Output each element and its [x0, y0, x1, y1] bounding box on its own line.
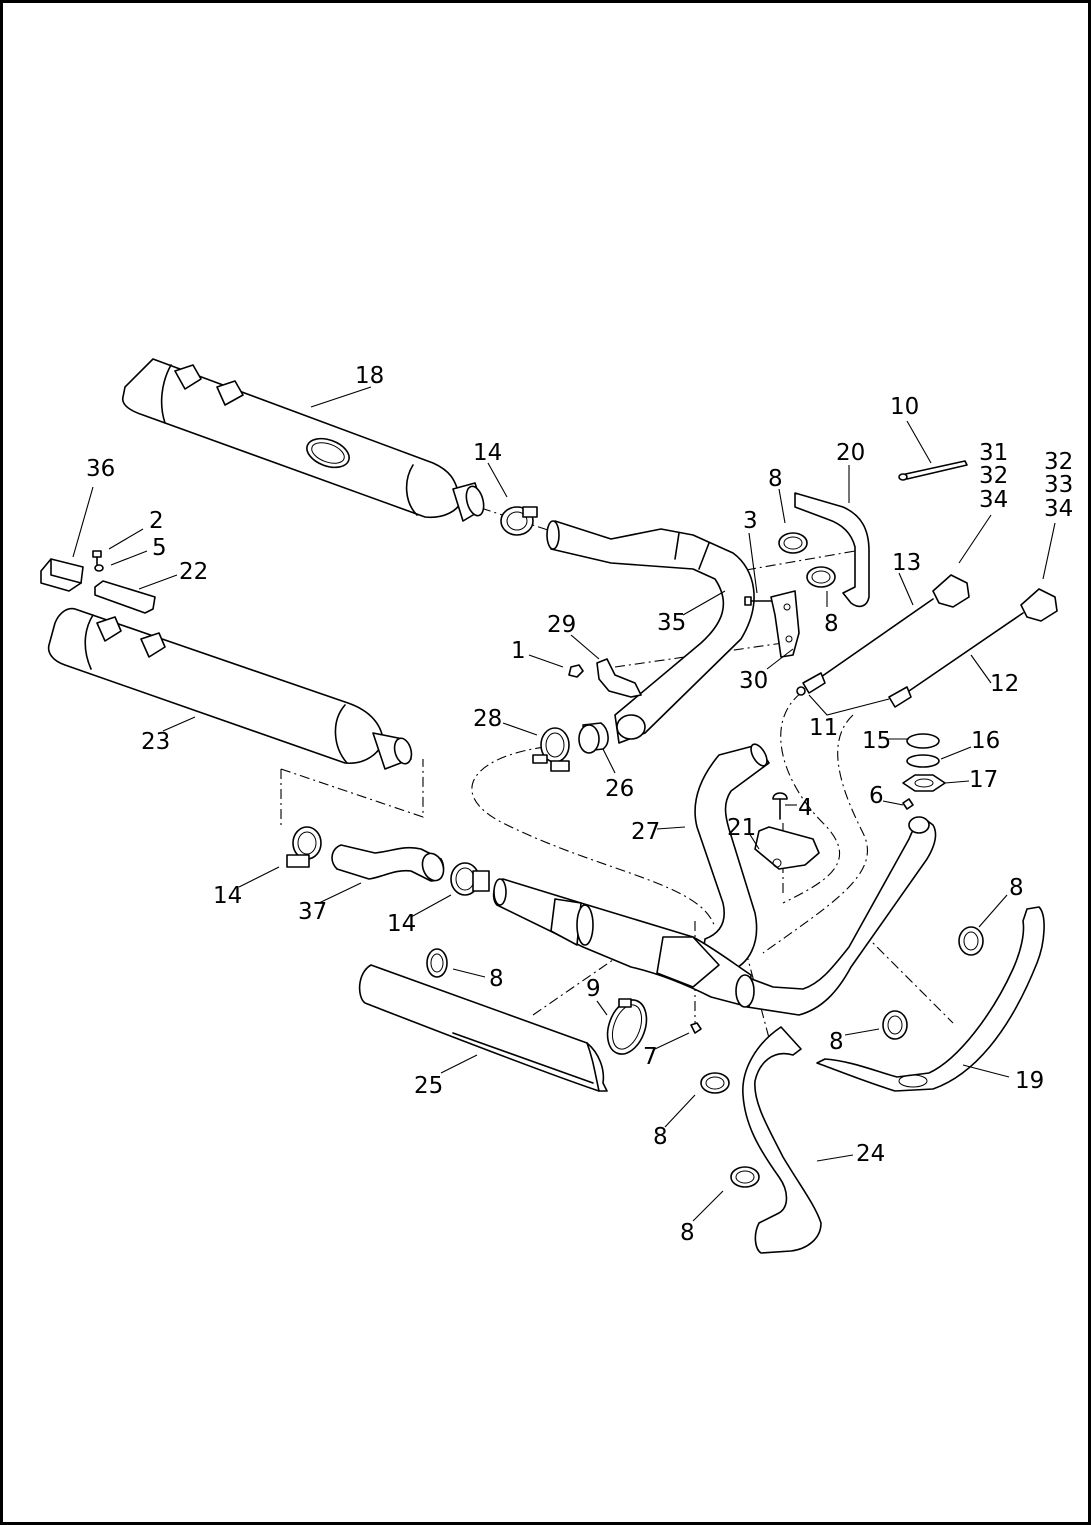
bracket-30: [770, 590, 800, 658]
clamp-9: [606, 998, 648, 1055]
callout-18: 18: [355, 363, 384, 389]
callout-9: 9: [586, 976, 601, 1002]
callout-13: 13: [892, 550, 921, 576]
pipe-35: [546, 520, 755, 744]
muffler-upper: [121, 358, 485, 522]
callout-34-b: 34: [1044, 496, 1073, 522]
hose-clamp-8-c: [426, 948, 448, 978]
callout-7: 7: [643, 1044, 658, 1070]
callout-8-c: 8: [1009, 875, 1024, 901]
callout-24: 24: [856, 1141, 885, 1167]
flange-17: [902, 774, 946, 792]
heat-shield-20: [794, 492, 870, 608]
callout-35: 35: [657, 610, 686, 636]
callout-8-e: 8: [829, 1029, 844, 1055]
callout-14-upper: 14: [473, 440, 502, 466]
gasket-16: [906, 754, 940, 768]
callout-12: 12: [990, 671, 1019, 697]
callout-3: 3: [743, 508, 758, 534]
screw-3: [744, 596, 772, 606]
collector-pipe: [492, 878, 755, 1008]
muffler-lower: [47, 607, 413, 770]
callout-5: 5: [152, 535, 167, 561]
heat-shield-24: [742, 1026, 822, 1254]
callout-22: 22: [179, 559, 208, 585]
clamp-14-mid: [450, 862, 490, 896]
clamp-14-left: [286, 826, 322, 868]
callout-32-a: 32: [979, 463, 1008, 489]
clamp-28: [532, 727, 570, 772]
clamp-14-upper: [500, 506, 538, 536]
callout-32-b: 32: [1044, 449, 1073, 475]
gasket-15: [906, 733, 940, 749]
bolt-4: [772, 792, 788, 820]
callout-17: 17: [969, 767, 998, 793]
callout-27: 27: [631, 819, 660, 845]
callout-23: 23: [141, 729, 170, 755]
nut-7: [690, 1022, 702, 1034]
header-pipe-27: [694, 743, 770, 972]
leader-lines: [72, 386, 1056, 1222]
gasket-26: [578, 722, 609, 754]
callout-34-a: 34: [979, 487, 1008, 513]
callout-10: 10: [890, 394, 919, 420]
callout-33: 33: [1044, 472, 1073, 498]
oxygen-sensor-12: [888, 588, 1058, 708]
callout-14-left: 14: [213, 883, 242, 909]
pipe-37: [331, 844, 445, 882]
callout-8-d: 8: [489, 966, 504, 992]
callout-14-mid: 14: [387, 911, 416, 937]
callout-20: 20: [836, 440, 865, 466]
bracket-29: [596, 658, 642, 698]
callout-21: 21: [727, 815, 756, 841]
callout-8-g: 8: [680, 1220, 695, 1246]
hose-clamp-8-d: [958, 926, 984, 956]
callout-30: 30: [739, 668, 768, 694]
callout-6: 6: [869, 783, 884, 809]
callout-11: 11: [809, 715, 838, 741]
heat-shield-19: [816, 906, 1045, 1092]
callout-8-f: 8: [653, 1124, 668, 1150]
callout-36: 36: [86, 456, 115, 482]
callout-29: 29: [547, 612, 576, 638]
heat-shield-25: [358, 964, 608, 1092]
callout-25: 25: [414, 1073, 443, 1099]
hose-clamp-8-e: [882, 1010, 908, 1040]
callout-28: 28: [473, 706, 502, 732]
nut-6: [902, 798, 914, 810]
hose-clamp-8-f: [700, 1072, 730, 1094]
callout-15: 15: [862, 728, 891, 754]
callout-26: 26: [605, 776, 634, 802]
callout-8-b: 8: [824, 611, 839, 637]
bracket-21: [754, 826, 820, 870]
callout-37: 37: [298, 899, 327, 925]
header-pipe-rear: [740, 816, 937, 1016]
bracket-36: [40, 558, 84, 592]
callout-19: 19: [1015, 1068, 1044, 1094]
exhaust-system-exploded-view: 18 14 36 2 5 22 23 10 20 31 32 34 32 33 …: [40, 358, 1073, 1254]
callout-1: 1: [511, 638, 526, 664]
callout-labels: 18 14 36 2 5 22 23 10 20 31 32 34 32 33 …: [86, 363, 1073, 1246]
callout-16: 16: [971, 728, 1000, 754]
nut-1: [568, 664, 584, 678]
callout-4: 4: [798, 795, 813, 821]
cable-strap-10: [898, 460, 968, 481]
oxygen-sensor-13: [796, 574, 970, 696]
hose-clamp-8-g: [730, 1166, 760, 1188]
callout-8-a: 8: [768, 466, 783, 492]
callout-2: 2: [149, 508, 164, 534]
washer-5: [94, 564, 104, 572]
hose-clamp-8-a: [778, 532, 808, 554]
callout-31: 31: [979, 440, 1008, 466]
hose-clamp-8-b: [806, 566, 836, 588]
bracket-22: [94, 580, 156, 614]
